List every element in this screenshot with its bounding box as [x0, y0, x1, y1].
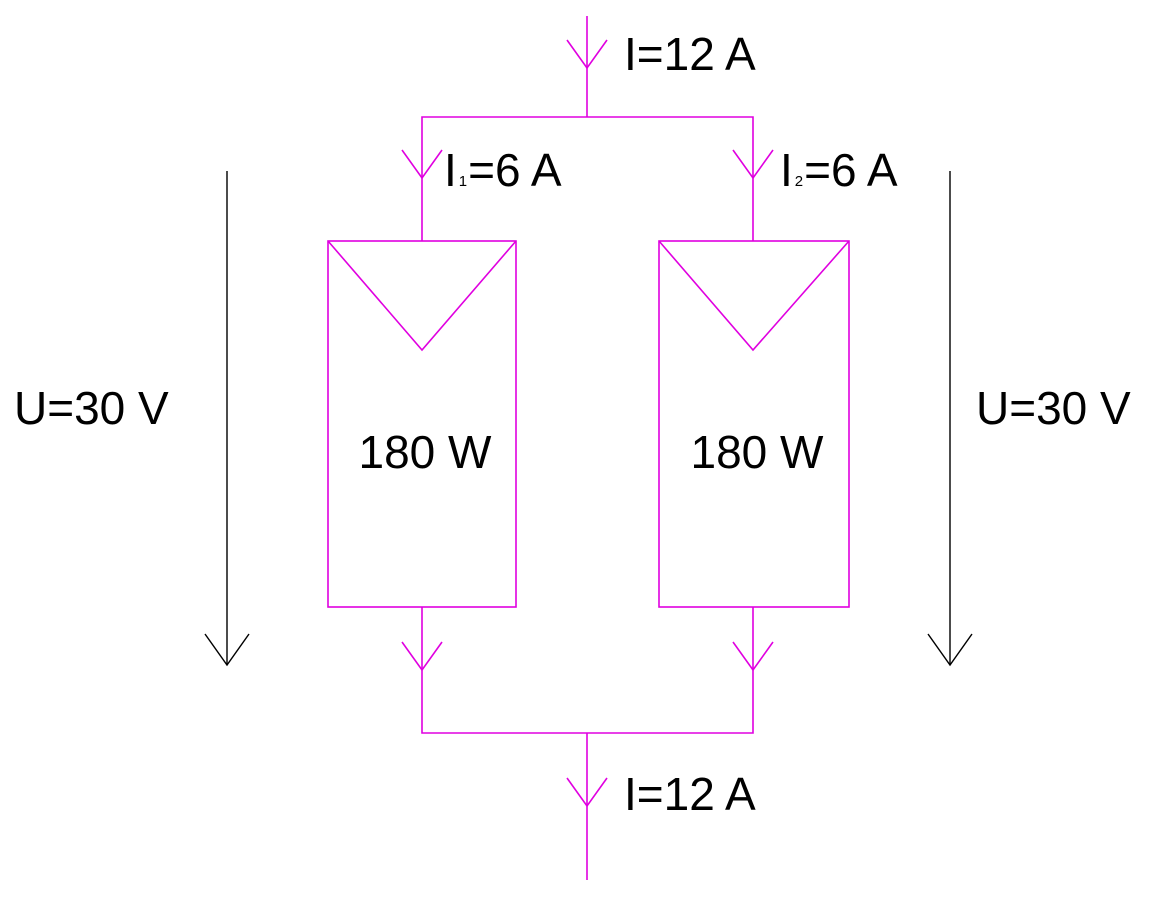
panel-1-frame	[327, 240, 517, 608]
branch-1-current-subscript: 1	[459, 173, 467, 190]
panel-2-symbol-icon	[658, 240, 850, 352]
branch-2-current-symbol: I	[780, 144, 793, 196]
solar-panel-1: 180 W	[327, 240, 517, 608]
branch-1-current-symbol: I	[444, 144, 457, 196]
current-arrows	[401, 39, 774, 808]
panel-2-power-label: 180 W	[691, 426, 825, 478]
bottom-junction-wire	[421, 607, 754, 734]
bottom-current-label: I=12 A	[624, 768, 756, 820]
branch-1-current-value: =6 A	[468, 144, 562, 196]
current-arrow-icon	[566, 777, 608, 808]
voltage-arrow-right	[927, 171, 973, 667]
current-arrow-icon	[566, 39, 608, 70]
arrow-down-icon	[204, 633, 250, 667]
right-voltage-label: U=30 V	[976, 382, 1131, 434]
solar-panel-2: 180 W	[658, 240, 850, 608]
current-arrow-icon	[401, 149, 443, 180]
panel-1-symbol-icon	[327, 240, 517, 352]
current-arrow-icon	[401, 641, 443, 672]
left-voltage-label: U=30 V	[14, 382, 169, 434]
current-arrow-icon	[732, 641, 774, 672]
current-arrow-icon	[732, 149, 774, 180]
arrow-down-icon	[927, 633, 973, 667]
panel-1-power-label: 180 W	[359, 426, 493, 478]
voltage-arrow-left	[204, 171, 250, 667]
branch-2-current-value: =6 A	[804, 144, 898, 196]
panel-2-frame	[658, 240, 850, 608]
branch-2-current-subscript: 2	[795, 173, 803, 190]
top-current-label: I=12 A	[624, 28, 756, 80]
